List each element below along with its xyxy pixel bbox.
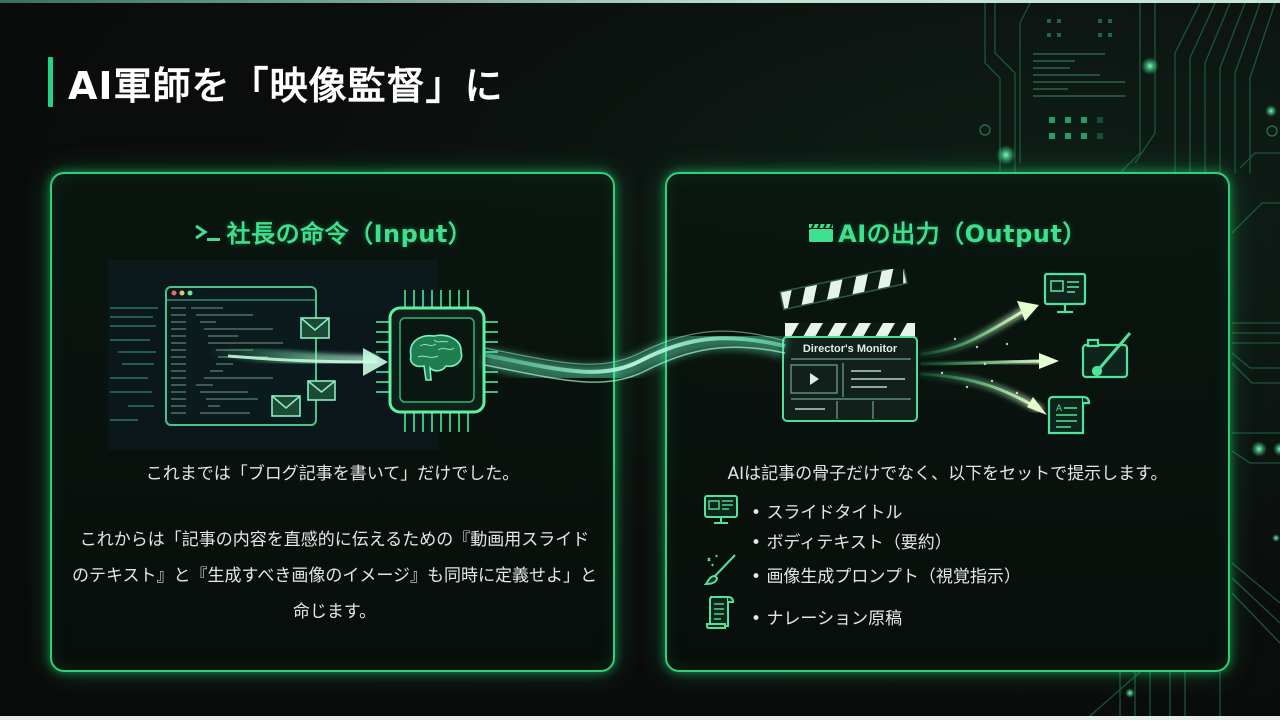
svg-text:A: A [1056, 403, 1062, 413]
camera-brush-icon [1081, 332, 1132, 379]
brain-chip [376, 290, 498, 432]
list-item-label: スライドタイトル [751, 498, 902, 523]
slide: AI軍師を「映像監督」に 社長の命令（Input） [0, 3, 1280, 716]
input-text-after: これからは「記事の内容を直感的に伝えるための『動画用スライドのテキスト』と『生成… [72, 530, 597, 622]
monitor-icon [703, 494, 739, 530]
monitor-icon [1043, 272, 1087, 314]
output-intro: AIは記事の骨子だけでなく、以下をセットで提示します。 [727, 464, 1168, 484]
list-item-label: ボディテキスト（要約） [751, 528, 951, 553]
page-title: AI軍師を「映像監督」に [68, 64, 504, 108]
script-scroll-icon [703, 594, 739, 634]
input-heading-text: 社長の命令（Input） [226, 220, 473, 248]
email-envelope [307, 380, 336, 401]
script-scroll-icon: A [1047, 395, 1091, 435]
paintbrush-sparkle-icon [703, 552, 739, 590]
top-edge [0, 0, 1280, 3]
email-envelope [300, 317, 330, 339]
list-item-label: ナレーション原稿 [751, 604, 902, 629]
input-panel: 社長の命令（Input） [50, 172, 615, 672]
output-panel-heading: AIの出力（Output） [667, 214, 1228, 249]
output-heading-text: AIの出力（Output） [838, 220, 1087, 248]
directors-monitor-clapperboard: Director's Monitor [779, 269, 918, 422]
clapperboard-icon [808, 221, 834, 249]
input-text-before: これまでは「ブログ記事を書いて」だけでした。 [145, 464, 520, 484]
list-item-label: 画像生成プロンプト（視覚指示） [751, 562, 1021, 587]
input-panel-heading: 社長の命令（Input） [52, 214, 613, 249]
title-accent-bar [48, 57, 53, 107]
input-illustration [108, 260, 498, 450]
clapper-label: Director's Monitor [803, 343, 898, 355]
output-illustration: Director's Monitor [779, 269, 1132, 435]
bottom-edge [0, 716, 1280, 720]
email-envelope [271, 395, 301, 417]
terminal-prompt-icon [193, 221, 223, 249]
output-panel: AIの出力（Output） [665, 172, 1230, 672]
